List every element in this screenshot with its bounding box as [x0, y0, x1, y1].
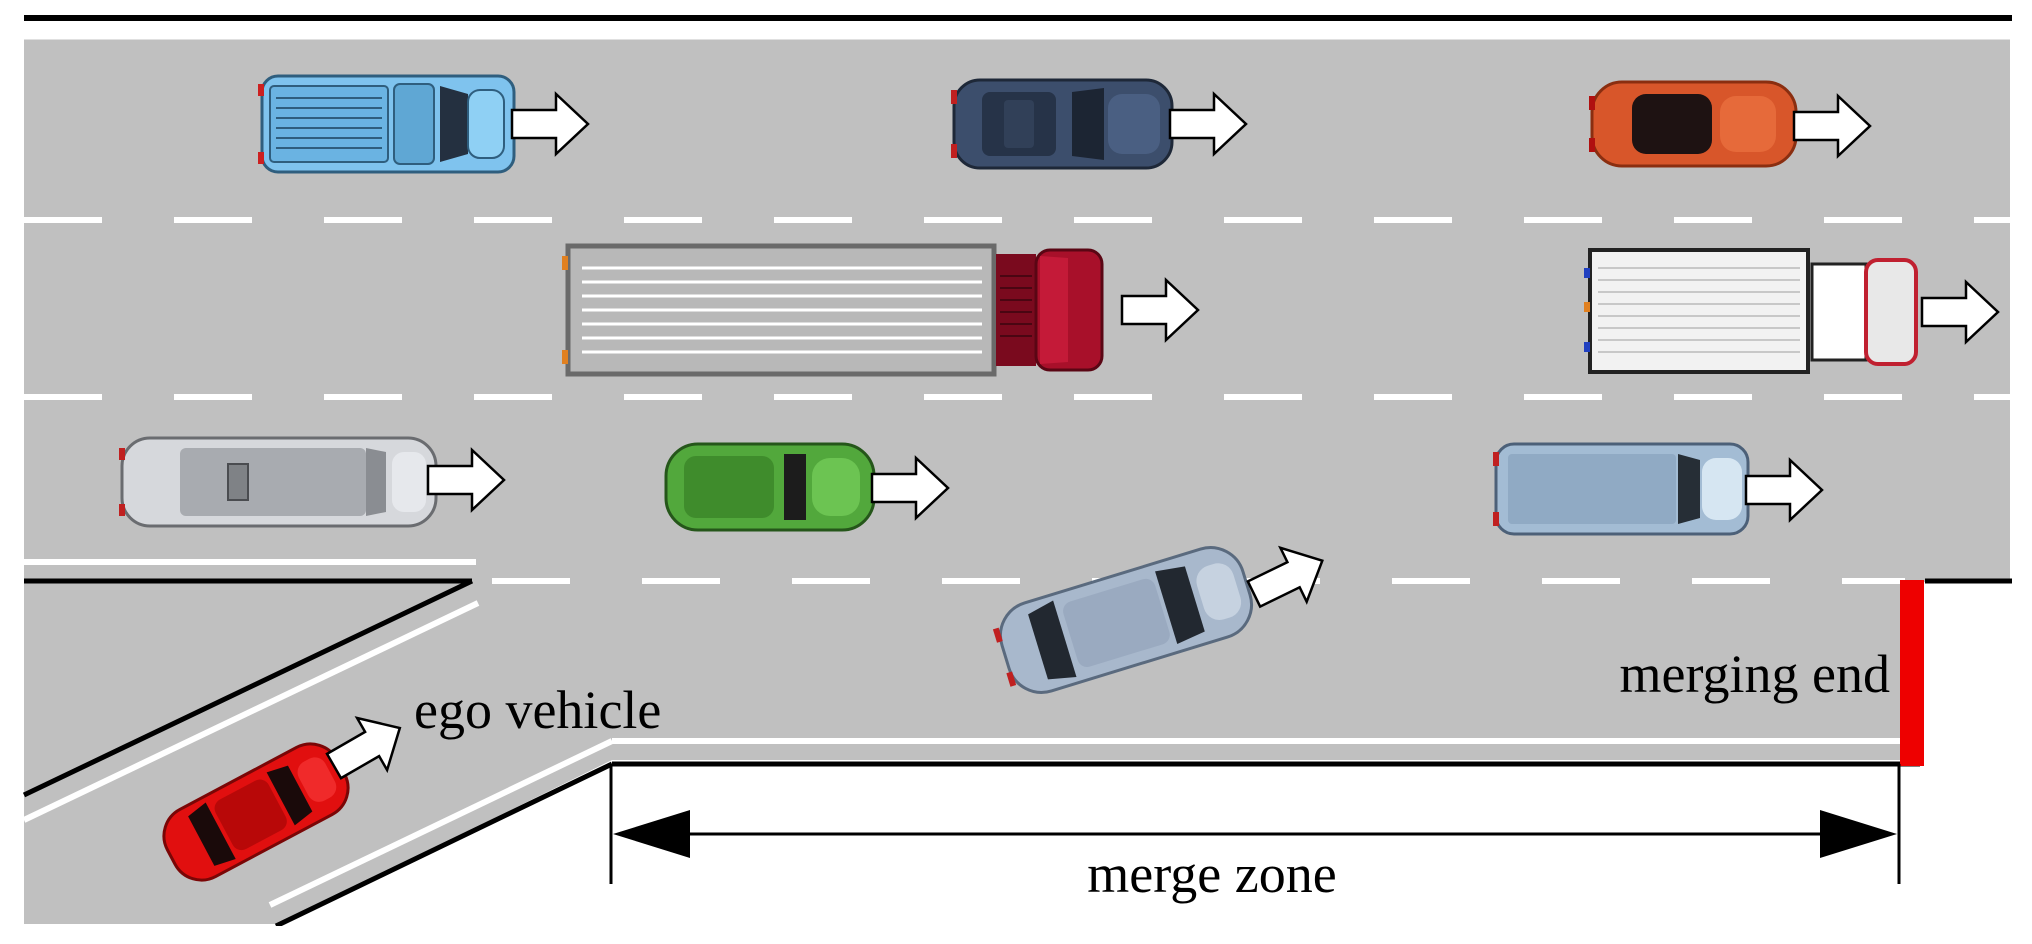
merge-zone-left-arrowhead [613, 810, 690, 858]
vehicle-silver-limousine [119, 436, 438, 528]
ramp-white-diagonal [268, 738, 614, 908]
merge-zone-right-arrowhead [1820, 810, 1897, 858]
merge-zone-label: merge zone [1087, 844, 1336, 904]
ramp-black-diagonal [274, 761, 614, 929]
vehicle-ego [162, 742, 350, 882]
vehicle-blue-pickup [258, 74, 516, 174]
vehicle-light-blue-van [1493, 442, 1750, 536]
vehicle-orange-hatchback [1589, 80, 1798, 168]
gore-black-diagonal [22, 578, 474, 798]
gore-white-diagonal [22, 600, 480, 823]
vehicle-green-car [664, 442, 876, 532]
vehicle-white-box-truck [1584, 248, 1918, 374]
ego-vehicle-label: ego vehicle [414, 680, 661, 740]
merging-end-marker [1900, 580, 1924, 766]
merging-end-label: merging end [1620, 644, 1890, 704]
vehicle-red-semi-truck [562, 243, 1104, 377]
merge-zone-dimension [609, 764, 1901, 884]
road-markings [22, 15, 2012, 944]
vehicle-dark-blue-suv [951, 78, 1174, 170]
vehicle-merging-silver-sedan [992, 546, 1253, 694]
